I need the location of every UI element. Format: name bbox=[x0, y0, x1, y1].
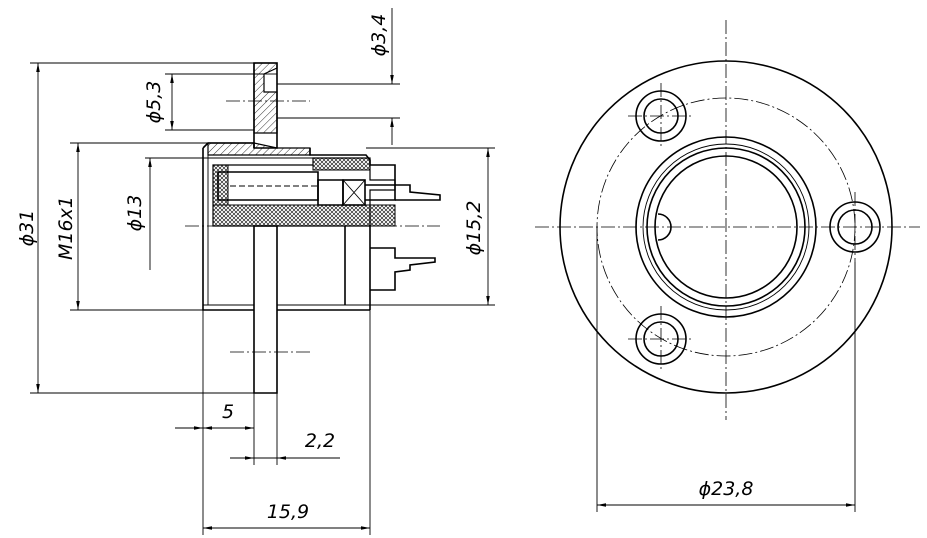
dim-m16-label: M16x1 bbox=[55, 196, 77, 260]
mounting-hole-top bbox=[628, 83, 694, 149]
mounting-hole-right bbox=[829, 192, 881, 262]
body-ring-outer bbox=[635, 136, 817, 318]
body-ring-thread bbox=[642, 143, 810, 311]
side-view: ϕ31 M16x1 ϕ13 ϕ5,3 ϕ3,4 bbox=[16, 8, 495, 535]
connector-body bbox=[202, 142, 441, 311]
dim-d5-3: ϕ5,3 bbox=[143, 73, 264, 131]
key-notch bbox=[657, 213, 672, 241]
mounting-hole-bottom bbox=[628, 306, 694, 372]
dim-d15-2-label: ϕ15,2 bbox=[463, 201, 485, 256]
dim-d13: ϕ13 bbox=[124, 157, 313, 270]
dim-d5-3-label: ϕ5,3 bbox=[143, 81, 165, 124]
dim-d15-2: ϕ15,2 bbox=[366, 147, 495, 306]
dim-d3-4-label: ϕ3,4 bbox=[368, 14, 390, 57]
dim-len5-label: 5 bbox=[222, 401, 234, 423]
dim-m16: M16x1 bbox=[55, 142, 208, 311]
dim-len2-2-label: 2,2 bbox=[305, 430, 335, 452]
front-view: ϕ23,8 bbox=[535, 20, 920, 512]
dim-len2-2: 2,2 bbox=[230, 430, 340, 460]
dim-len15-9: 15,9 bbox=[203, 501, 370, 530]
dim-d3-4: ϕ3,4 bbox=[277, 8, 400, 145]
dim-d23-8-label: ϕ23,8 bbox=[699, 478, 754, 500]
flange-outline bbox=[559, 60, 893, 394]
dim-d31: ϕ31 bbox=[16, 62, 254, 394]
flange bbox=[226, 62, 310, 394]
dim-d13-label: ϕ13 bbox=[124, 195, 146, 232]
dim-len5: 5 bbox=[175, 310, 371, 535]
dim-d31-label: ϕ31 bbox=[16, 210, 38, 247]
dim-len15-9-label: 15,9 bbox=[267, 501, 309, 523]
body-ring-inner bbox=[646, 147, 806, 307]
bore bbox=[654, 155, 798, 299]
dim-d23-8: ϕ23,8 bbox=[596, 227, 856, 512]
